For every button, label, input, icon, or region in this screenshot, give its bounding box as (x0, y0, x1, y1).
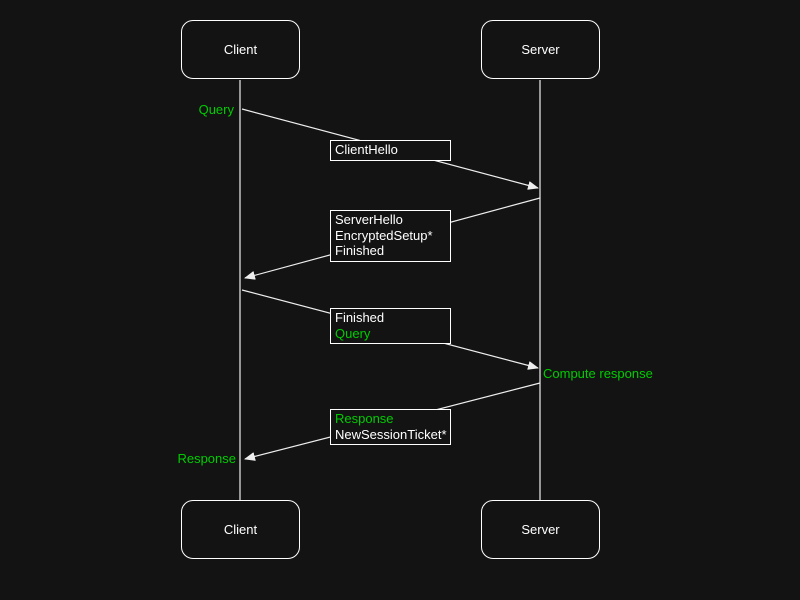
message-line: Response (335, 411, 394, 426)
message-line: ClientHello (335, 142, 398, 157)
message-line: Query (335, 325, 371, 341)
actor-label-client-top: Client (223, 42, 258, 57)
actor-box-client-bottom: Client (181, 500, 300, 559)
actor-box-server-top: Server (481, 20, 600, 79)
actor-label-server-top: Server (521, 42, 560, 57)
message-line: Finished (335, 243, 385, 258)
annotation-response: Response (177, 451, 236, 466)
actor-label-server-bottom: Server (521, 522, 560, 537)
message-line: NewSessionTicket* (335, 426, 447, 442)
message-box-clienthello: ClientHello (330, 140, 451, 161)
actor-box-client-top: Client (181, 20, 300, 79)
annotation-query: Query (198, 102, 234, 117)
annotation-compute-response: Compute response (543, 366, 653, 381)
message-box-finished-query: Finished Query (330, 308, 451, 344)
message-box-serverhello: ServerHello EncryptedSetup* Finished (330, 210, 451, 262)
actor-box-server-bottom: Server (481, 500, 600, 559)
message-box-response-ticket: Response NewSessionTicket* (330, 409, 451, 445)
message-line: ServerHello (335, 212, 403, 227)
actor-label-client-bottom: Client (223, 522, 258, 537)
message-line: Finished (335, 310, 385, 325)
message-line: EncryptedSetup* (335, 227, 433, 243)
